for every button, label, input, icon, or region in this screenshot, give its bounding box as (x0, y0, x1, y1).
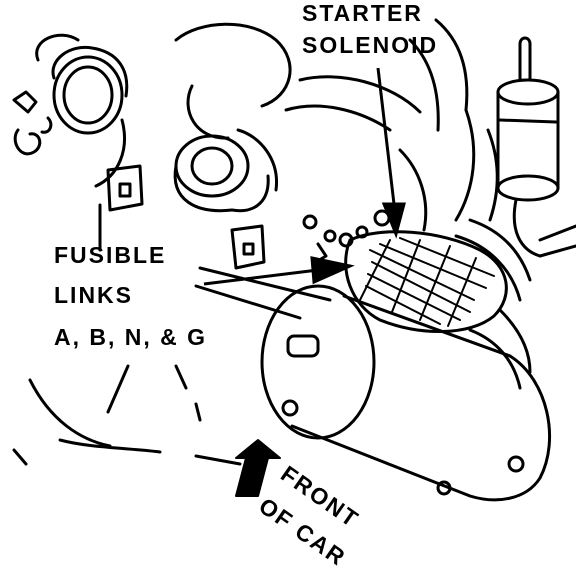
sender-cylinder-part (496, 36, 560, 258)
central-housing-part (173, 22, 422, 213)
fusible-links-label-line1: FUSIBLE (54, 242, 167, 268)
fusible-links-label-line2: LINKS (54, 282, 133, 308)
left-clip-part (12, 90, 53, 156)
fusible-links-label-line3: A, B, N, & G (54, 324, 208, 350)
starter-solenoid-label-line2: SOLENOID (302, 32, 439, 58)
solenoid-leader-arrowhead (381, 202, 406, 239)
leader-lines (203, 67, 406, 286)
wire-harness-part (454, 218, 576, 302)
direction-arrow-icon (235, 439, 281, 497)
fusible-link-leader-arrowhead (310, 256, 355, 285)
upper-bracket-part (98, 164, 144, 252)
lower-bracket-part (194, 224, 332, 320)
starter-motor-body (260, 284, 552, 502)
ground-contour-lines (12, 364, 242, 466)
hose-elbow-part (35, 33, 129, 188)
starter-solenoid-label-line1: STARTER (302, 0, 423, 26)
